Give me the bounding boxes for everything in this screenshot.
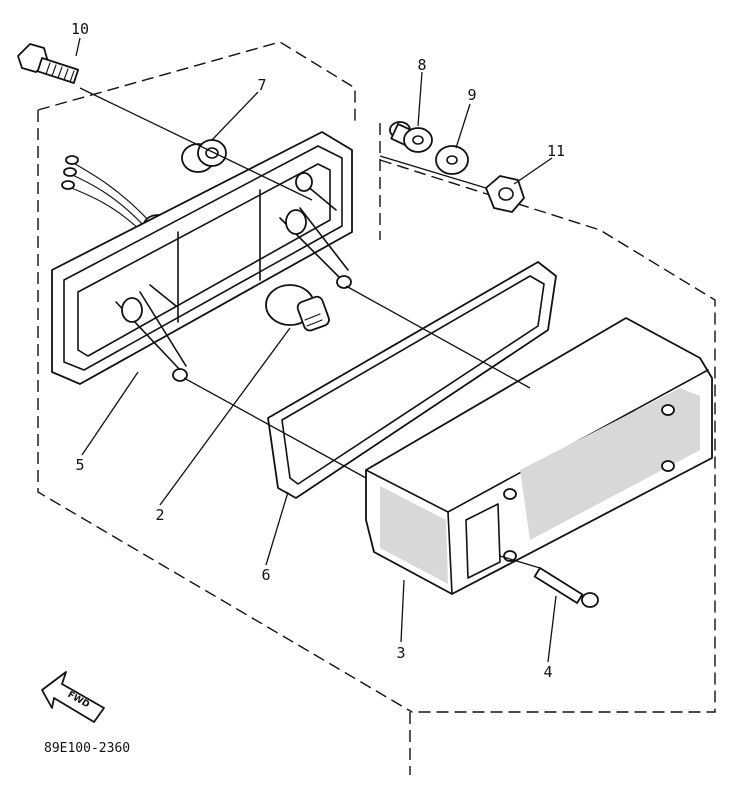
callout-3: 3 — [396, 644, 405, 662]
part-3-lens — [365, 317, 713, 595]
part-10-bolt — [17, 43, 80, 84]
part-9-washer — [435, 145, 469, 175]
callout-7: 7 — [257, 76, 266, 94]
callout-9: 9 — [467, 86, 476, 104]
callout-11: 11 — [547, 142, 565, 160]
leader-lines — [75, 37, 557, 663]
callout-2: 2 — [155, 506, 164, 524]
lamp-housing — [51, 131, 353, 385]
callout-5: 5 — [75, 456, 84, 474]
fwd-arrow-icon: FWD — [41, 671, 105, 723]
assembly-boundary — [37, 41, 716, 775]
part-11-nut — [485, 175, 525, 213]
callout-4: 4 — [543, 663, 552, 681]
callout-8: 8 — [417, 56, 426, 74]
part-7-grommet — [181, 139, 227, 173]
drawing-code: 89E100-2360 — [44, 741, 130, 756]
callout-10: 10 — [71, 20, 89, 38]
callout-6: 6 — [261, 566, 270, 584]
callout-labels: 10 7 8 9 11 5 2 6 3 4 — [71, 20, 565, 681]
part-4-screw — [533, 567, 599, 608]
part-8-collar — [389, 121, 433, 153]
part-6-gasket — [267, 261, 557, 499]
part-2-bulb — [265, 284, 330, 332]
